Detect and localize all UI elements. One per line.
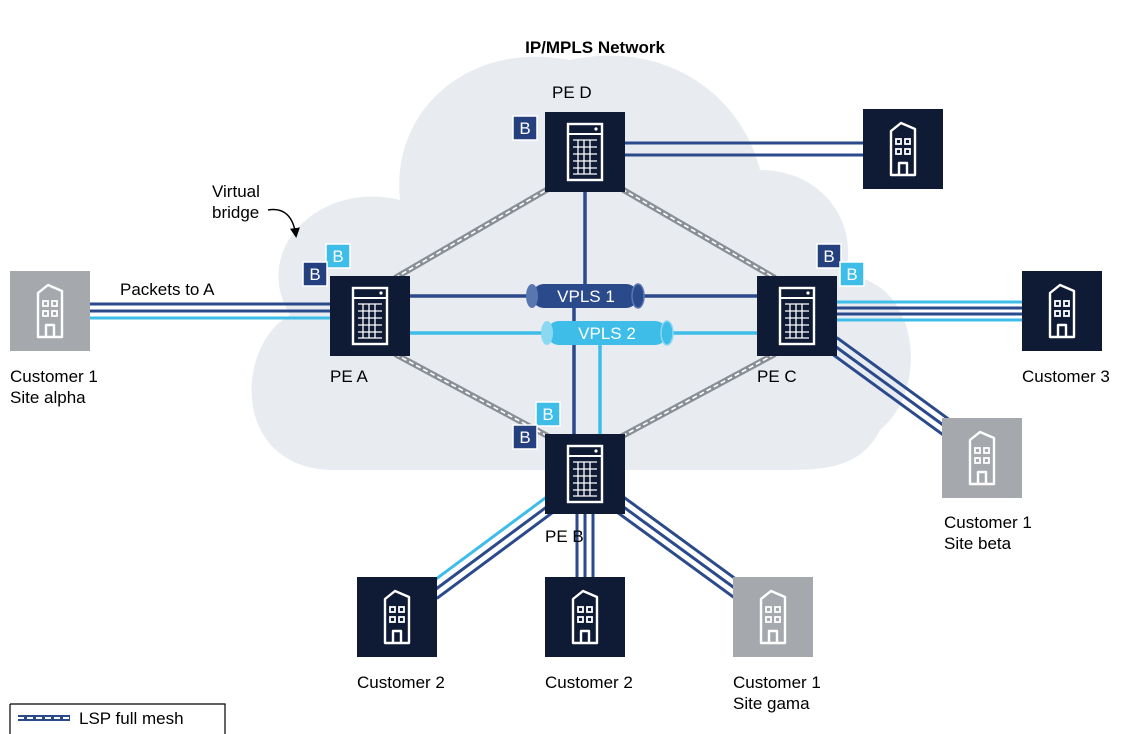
bridge-badge-pe-d: B [512, 115, 538, 141]
legend-lsp-label: LSP full mesh [79, 709, 184, 728]
bridge-badge-pe-b-dark: B [512, 424, 538, 450]
pe-c-label: PE C [757, 367, 797, 386]
site-pe-d-customer [863, 109, 943, 189]
bridge-badge-pe-c-light: B [839, 261, 865, 287]
vpls-2-label: VPLS 2 [578, 324, 636, 343]
badges: B B B B B B B [302, 115, 865, 450]
access-link-customer2-left [431, 498, 557, 594]
pe-b-label: PE B [545, 527, 584, 546]
legend-frame [10, 703, 226, 734]
links [90, 141, 1022, 600]
customer3-label: Customer 3 [1022, 367, 1110, 386]
legend: LSP full mesh [9, 703, 226, 734]
vpls-1-label: VPLS 1 [557, 287, 615, 306]
access-link-gama [613, 498, 741, 594]
lsp-link-dash [614, 353, 776, 441]
access-link-beta [831, 342, 951, 432]
callout-arrow [267, 208, 300, 238]
badge-letter: B [332, 247, 343, 266]
customer2-middle-label: Customer 2 [545, 673, 633, 692]
badge-letter: B [846, 265, 857, 284]
router-pe-d [545, 112, 625, 192]
lsp-full-mesh [393, 182, 777, 443]
badge-letter: B [823, 247, 834, 266]
vpls-2-pipe: VPLS 2 [541, 320, 674, 346]
lsp-link-dash [394, 353, 556, 441]
access-link-customer2-left [426, 492, 553, 587]
router-pe-a [330, 276, 410, 356]
site-customer1-gama [733, 577, 813, 657]
network-title: IP/MPLS Network [525, 38, 665, 57]
site-customer3 [1022, 271, 1102, 351]
vpls-1-pipe: VPLS 1 [526, 283, 645, 309]
router-pe-c [757, 276, 837, 356]
site-customer2-middle [545, 577, 625, 657]
access-link-beta [835, 336, 956, 425]
bridge-badge-pe-c-dark: B [816, 243, 842, 269]
packets-to-a-label: Packets to A [120, 280, 215, 299]
access-link-beta [826, 349, 947, 438]
pe-a-label: PE A [330, 367, 368, 386]
site-customer2-left [357, 577, 437, 657]
site-customer1-beta [942, 418, 1022, 498]
badge-letter: B [542, 405, 553, 424]
access-link-gama [608, 505, 737, 600]
bridge-badge-pe-a-dark: B [302, 261, 328, 287]
badge-letter: B [309, 265, 320, 284]
access-link-customer2-left [435, 505, 562, 600]
site-customer1-alpha [10, 271, 90, 351]
bridge-badge-pe-b-light: B [535, 401, 561, 427]
badge-letter: B [519, 428, 530, 447]
bridge-badge-pe-a-light: B [325, 243, 351, 269]
badge-letter: B [519, 119, 530, 138]
pe-d-label: PE D [552, 83, 592, 102]
router-pe-b [545, 434, 625, 514]
access-link-gama [617, 492, 746, 587]
customer2-left-label: Customer 2 [357, 673, 445, 692]
lsp-link-dash [614, 184, 776, 279]
lsp-link-dash [394, 184, 556, 279]
